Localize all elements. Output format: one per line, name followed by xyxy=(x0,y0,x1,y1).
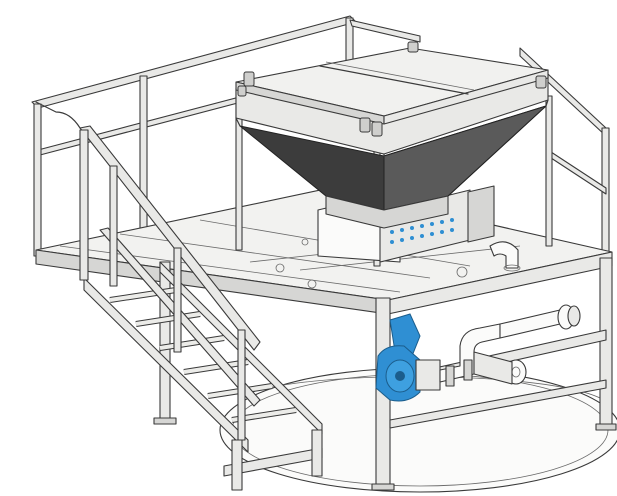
stair-handrail xyxy=(35,101,261,441)
support-legs xyxy=(153,257,617,491)
hopper xyxy=(235,69,549,229)
blue-pump xyxy=(375,313,441,402)
feeder-bolts xyxy=(390,218,454,244)
hopper-lids xyxy=(235,41,549,137)
lid-latches xyxy=(237,41,547,137)
discharge-pipe xyxy=(439,304,581,387)
